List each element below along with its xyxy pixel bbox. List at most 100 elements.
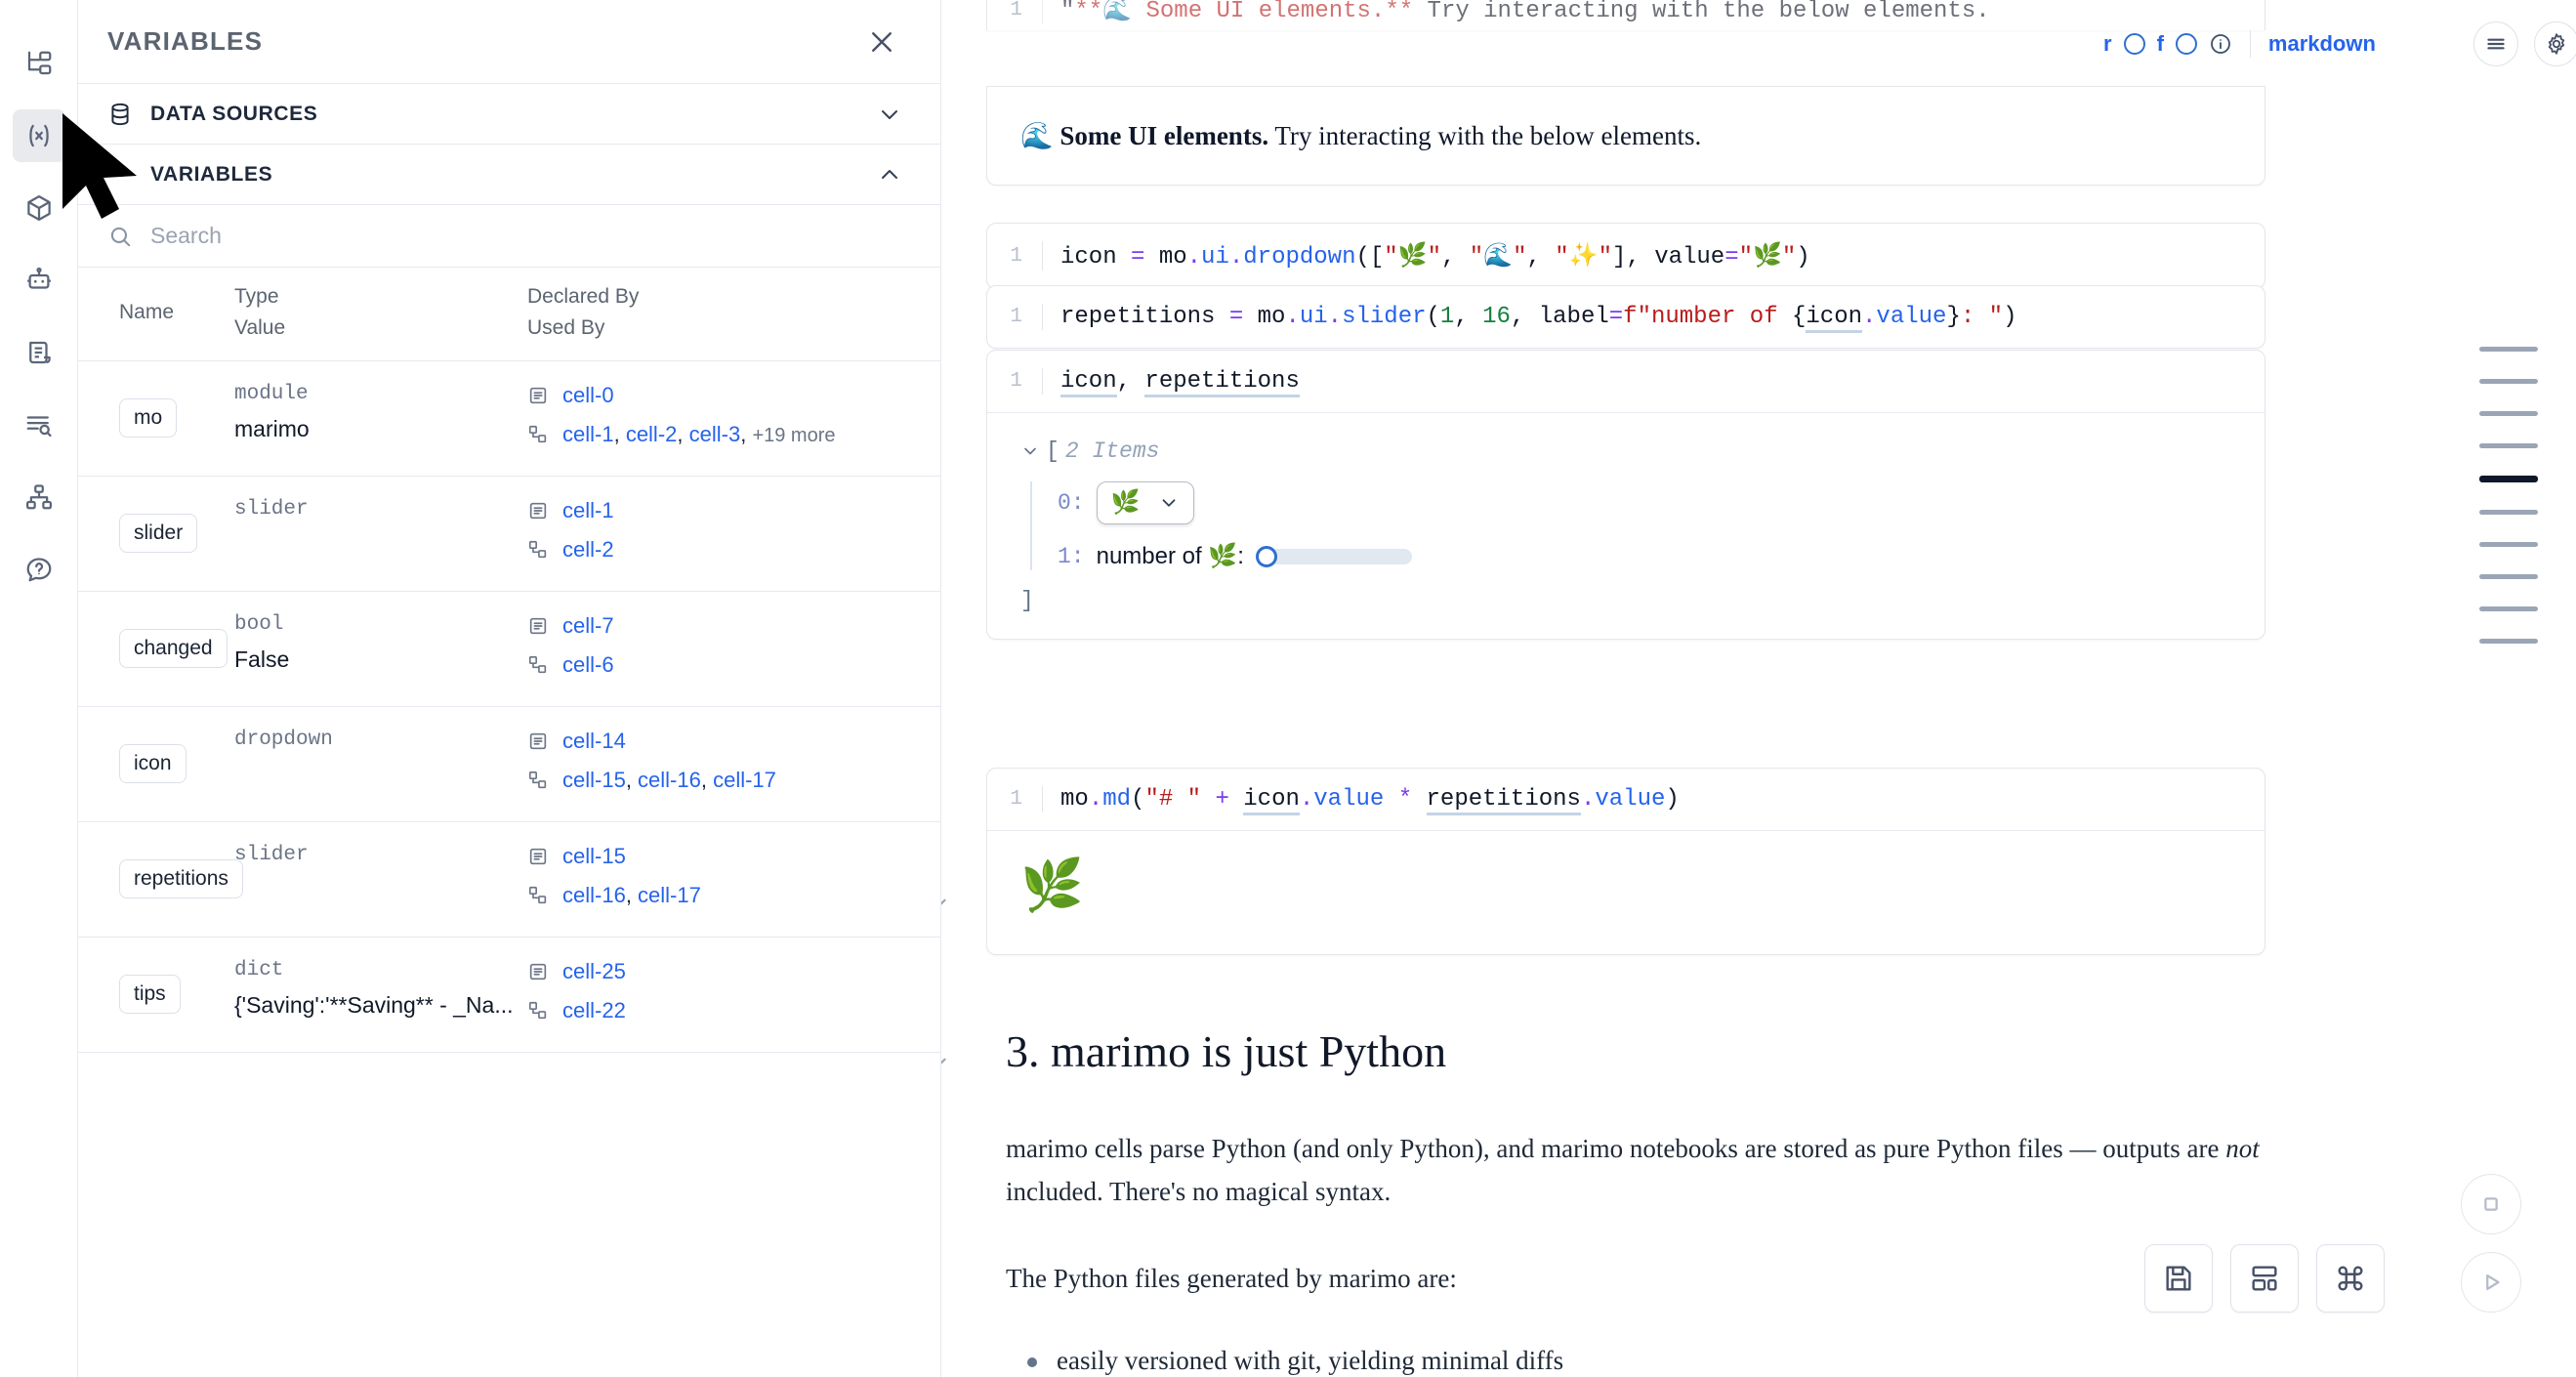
cell-collapse-toggle[interactable] xyxy=(941,891,951,916)
declared-by-icon xyxy=(527,500,549,522)
scratchpad-icon xyxy=(28,341,51,364)
variables-icon xyxy=(28,124,49,147)
flag-r-toggle[interactable] xyxy=(2123,33,2145,55)
package-cube-icon-button[interactable] xyxy=(13,182,65,234)
table-row[interactable]: slider slider cell-1 cell-2 xyxy=(78,477,940,592)
code-text-slider[interactable]: repetitions = mo.ui.slider(1, 16, label=… xyxy=(1042,304,2249,333)
save-button[interactable] xyxy=(2144,1244,2213,1313)
minimap-dash[interactable] xyxy=(2479,347,2538,352)
outline-search-icon-button[interactable] xyxy=(13,398,65,451)
stop-button[interactable] xyxy=(2461,1174,2521,1234)
column-header-declared-by: Declared By xyxy=(527,285,640,308)
list-index-1: 1: xyxy=(1058,543,1085,569)
info-icon[interactable] xyxy=(2209,32,2232,56)
variable-name-chip[interactable]: slider xyxy=(119,514,198,553)
cell-link[interactable]: cell-16 xyxy=(562,883,626,908)
slider-thumb[interactable] xyxy=(1255,545,1277,567)
variable-name-chip[interactable]: mo xyxy=(119,398,178,438)
toolbar-divider xyxy=(2249,30,2251,58)
cell-link[interactable]: cell-6 xyxy=(562,652,614,678)
section-variables[interactable]: VARIABLES xyxy=(78,145,940,205)
cell-settings-button[interactable] xyxy=(2533,21,2576,66)
section-data-sources[interactable]: DATA SOURCES xyxy=(78,84,940,145)
cell-link[interactable]: cell-15 xyxy=(562,844,626,868)
cell-link[interactable]: cell-16 xyxy=(638,768,701,793)
used-by-more-label[interactable]: +19 more xyxy=(752,425,836,447)
cell-link[interactable]: cell-17 xyxy=(713,768,776,793)
minimap-dash[interactable] xyxy=(2479,639,2538,644)
cell-link[interactable]: cell-2 xyxy=(562,537,614,563)
line-number: 1 xyxy=(1010,306,1022,328)
list-header[interactable]: [ 2 Items xyxy=(1020,438,2231,464)
flag-f-label: f xyxy=(2156,31,2164,56)
variable-name-chip[interactable]: tips xyxy=(119,975,181,1014)
minimap-scrollbar[interactable] xyxy=(2465,347,2553,671)
declared-by-line: cell-7 xyxy=(527,609,940,643)
minimap-dash[interactable] xyxy=(2479,574,2538,579)
section-collapse-toggle[interactable] xyxy=(941,1050,951,1075)
close-panel-button[interactable] xyxy=(862,22,901,62)
cell-link[interactable]: cell-0 xyxy=(562,383,614,407)
code-text-top[interactable]: "**🌊 Some UI elements.** Try interacting… xyxy=(1042,0,2249,24)
code-text-dropdown[interactable]: icon = mo.ui.dropdown(["🌿", "🌊", "✨"], v… xyxy=(1042,241,2249,271)
run-button[interactable] xyxy=(2461,1252,2521,1313)
cell-link[interactable]: cell-3 xyxy=(688,422,741,447)
line-number: 1 xyxy=(1010,788,1022,811)
hamburger-menu-icon xyxy=(2487,38,2505,50)
dependency-graph-icon-button[interactable] xyxy=(13,471,65,523)
variable-type: slider xyxy=(234,498,309,521)
search-input[interactable] xyxy=(150,223,911,249)
list-items: 0: 🌿 1: number of 🌿: xyxy=(1030,481,2231,570)
variable-name-chip[interactable]: icon xyxy=(119,744,187,783)
cell-menu-button[interactable] xyxy=(2472,21,2518,66)
variable-value: {'Saving':'**Saving** - _Na... xyxy=(234,991,514,1018)
search-icon xyxy=(107,224,133,249)
minimap-dash[interactable] xyxy=(2479,476,2538,482)
cell-language-label[interactable]: markdown xyxy=(2267,31,2376,56)
cell-link[interactable]: cell-1 xyxy=(562,498,614,522)
scratchpad-icon-button[interactable] xyxy=(13,326,65,379)
cell-link[interactable]: cell-22 xyxy=(562,998,626,1023)
cell-link[interactable]: cell-1 xyxy=(562,422,614,447)
cell-link[interactable]: cell-15 xyxy=(562,768,626,793)
flag-f-toggle[interactable] xyxy=(2175,33,2197,55)
used-by-icon xyxy=(527,1000,549,1022)
minimap-dash[interactable] xyxy=(2479,411,2538,416)
notebook-area: 1 "**🌊 Some UI elements.** Try interacti… xyxy=(941,0,2576,1377)
dropdown-widget[interactable]: 🌿 xyxy=(1096,481,1194,524)
minimap-dash[interactable] xyxy=(2479,510,2538,515)
minimap-dash[interactable] xyxy=(2479,379,2538,384)
help-icon-button[interactable] xyxy=(13,543,65,596)
slider-widget[interactable] xyxy=(1255,544,1412,569)
robot-icon-button[interactable] xyxy=(13,254,65,307)
layout-button[interactable] xyxy=(2230,1244,2299,1313)
cell-link[interactable]: cell-2 xyxy=(625,422,678,447)
code-text-md[interactable]: mo.md("# " + icon.value * repetitions.va… xyxy=(1042,786,2249,815)
cell-link[interactable]: cell-25 xyxy=(562,959,626,983)
cell-link[interactable]: cell-17 xyxy=(638,883,701,908)
used-by-line: cell-16, cell-17 xyxy=(527,879,940,912)
cell-slider-code: 1 repetitions = mo.ui.slider(1, 16, labe… xyxy=(986,285,2265,349)
variable-name-chip[interactable]: changed xyxy=(119,629,228,668)
panel-title-bar: VARIABLES xyxy=(78,0,940,84)
play-icon xyxy=(2486,1274,2500,1290)
minimap-dash[interactable] xyxy=(2479,606,2538,611)
minimap-dash[interactable] xyxy=(2479,542,2538,547)
file-tree-icon-button[interactable] xyxy=(13,37,65,90)
minimap-dash[interactable] xyxy=(2479,443,2538,448)
save-icon xyxy=(2166,1266,2191,1291)
declared-by-icon xyxy=(527,730,549,752)
variable-name-chip[interactable]: repetitions xyxy=(119,859,243,898)
file-tree-icon xyxy=(27,51,51,75)
cell-link[interactable]: cell-7 xyxy=(562,613,614,638)
variables-icon-button[interactable] xyxy=(12,109,65,162)
cell-link[interactable]: cell-14 xyxy=(562,729,626,753)
code-text-output[interactable]: icon, repetitions xyxy=(1042,368,2249,397)
command-palette-button[interactable] xyxy=(2316,1244,2385,1313)
used-by-icon xyxy=(527,654,549,676)
